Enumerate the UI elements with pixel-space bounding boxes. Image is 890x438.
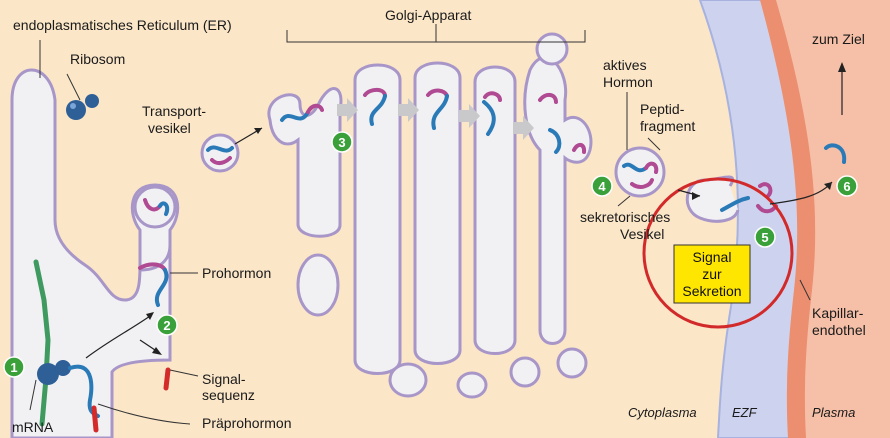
signal-box-line3: Sekretion — [682, 283, 741, 299]
region-label-cytoplasm: Cytoplasma — [628, 405, 697, 420]
arrow-icon — [85, 62, 846, 359]
region-label-plasma: Plasma — [812, 405, 855, 420]
ribosome-icon — [66, 94, 99, 120]
step-badge-1: 1 — [3, 356, 25, 378]
label-mrna: mRNA — [12, 419, 54, 435]
golgi-apparatus — [267, 32, 593, 399]
label-signal-1: Signal- — [202, 371, 246, 387]
capillary-endothel — [760, 0, 816, 438]
transport-vesicle — [200, 133, 240, 173]
label-peptide-1: Peptid- — [640, 101, 685, 117]
secretion-signal-circle — [642, 177, 794, 329]
label-capillary-2: endothel — [812, 322, 866, 338]
svg-text:2: 2 — [163, 318, 170, 333]
svg-text:3: 3 — [338, 135, 345, 150]
step-badge-4: 4 — [591, 175, 613, 197]
label-capillary-1: Kapillar- — [812, 305, 864, 321]
step-badge-5: 5 — [754, 226, 776, 248]
label-secretory-2: Vesikel — [620, 226, 664, 242]
signal-box: Signal zur Sekretion — [673, 244, 751, 304]
svg-text:1: 1 — [10, 360, 17, 375]
label-golgi: Golgi-Apparat — [385, 7, 471, 23]
label-active-1: aktives — [603, 57, 647, 73]
label-destination: zum Ziel — [812, 31, 865, 47]
svg-text:6: 6 — [843, 179, 850, 194]
label-transport-2: vesikel — [148, 120, 191, 136]
step-badge-6: 6 — [836, 175, 858, 197]
label-active-2: Hormon — [603, 74, 653, 90]
released-hormone — [824, 143, 847, 164]
label-peptide-2: fragment — [640, 118, 695, 134]
label-prohormone: Prohormon — [202, 265, 271, 281]
ribosome-on-mrna-icon — [37, 360, 71, 385]
step-badge-3: 3 — [331, 131, 353, 153]
step-badge-2: 2 — [156, 314, 178, 336]
label-ribosome: Ribosom — [70, 51, 125, 67]
mrna-strand — [33, 259, 51, 427]
signal-box-line2: zur — [702, 266, 722, 282]
label-transport-1: Transport- — [142, 103, 206, 119]
svg-text:5: 5 — [761, 230, 768, 245]
signal-box-line1: Signal — [693, 249, 732, 265]
leader-lines — [29, 24, 811, 425]
golgi-transfer-arrows — [337, 98, 534, 140]
label-secretory-1: sekretorisches — [580, 209, 670, 225]
cleaved-signal-sequence — [163, 367, 171, 391]
label-preprohormone: Präprohormon — [202, 415, 292, 431]
label-er: endoplasmatisches Reticulum (ER) — [13, 17, 232, 33]
budding-vesicle — [133, 185, 177, 229]
signal-sequence-segment — [91, 405, 99, 433]
region-label-ecf: EZF — [732, 405, 758, 420]
svg-text:4: 4 — [598, 179, 606, 194]
label-signal-2: sequenz — [202, 387, 255, 403]
